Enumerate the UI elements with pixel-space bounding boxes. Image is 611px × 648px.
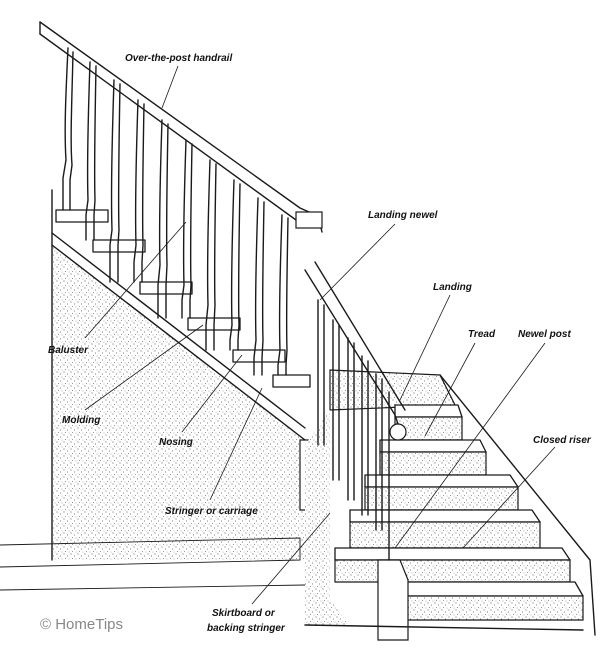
upper-tread-6	[272, 374, 311, 388]
leader-baluster	[84, 221, 187, 339]
leader-lines	[84, 65, 556, 605]
leader-molding	[84, 324, 204, 411]
label-handrail: Over-the-post handrail	[125, 53, 232, 64]
baseboard	[0, 537, 301, 568]
upper-tread-5	[232, 349, 286, 363]
label-closed-riser: Closed riser	[533, 435, 592, 446]
newel-post	[377, 559, 409, 641]
label-newel-post: Newel post	[518, 329, 571, 340]
label-tread: Tread	[468, 329, 496, 340]
bottom-tread	[379, 581, 584, 597]
handrail-upper	[39, 21, 323, 233]
leader-tread	[424, 342, 476, 437]
upper-tread-2	[92, 239, 146, 253]
wall-under-stair	[52, 245, 305, 560]
label-nosing: Nosing	[159, 437, 193, 448]
closed-riser	[364, 486, 519, 511]
upper-balusters	[62, 47, 289, 376]
labels: Over-the-post handrail Landing newel Lan…	[40, 53, 592, 634]
label-landing: Landing	[433, 282, 472, 293]
label-baluster: Baluster	[48, 345, 89, 356]
label-skirtboard-line1: Skirtboard or	[212, 608, 276, 619]
leader-handrail	[161, 65, 179, 109]
label-skirtboard-line2: backing stringer	[207, 623, 286, 634]
leader-stringer	[209, 387, 263, 501]
leader-landing-newel	[319, 223, 396, 301]
label-molding: Molding	[62, 415, 100, 426]
leader-newel-post	[394, 342, 546, 549]
label-landing-newel: Landing newel	[368, 210, 438, 221]
leader-skirtboard	[251, 512, 331, 605]
label-stringer: Stringer or carriage	[165, 506, 258, 517]
wall-and-floor	[0, 189, 596, 636]
upper-tread-1	[55, 209, 109, 223]
credit-text: © HomeTips	[40, 616, 123, 633]
leader-nosing	[181, 354, 243, 433]
handrail-lower	[304, 261, 407, 561]
leader-landing	[399, 294, 451, 401]
lower-flight	[304, 404, 584, 641]
skirtboard-panel	[305, 410, 350, 625]
leader-closed-riser	[462, 446, 556, 549]
